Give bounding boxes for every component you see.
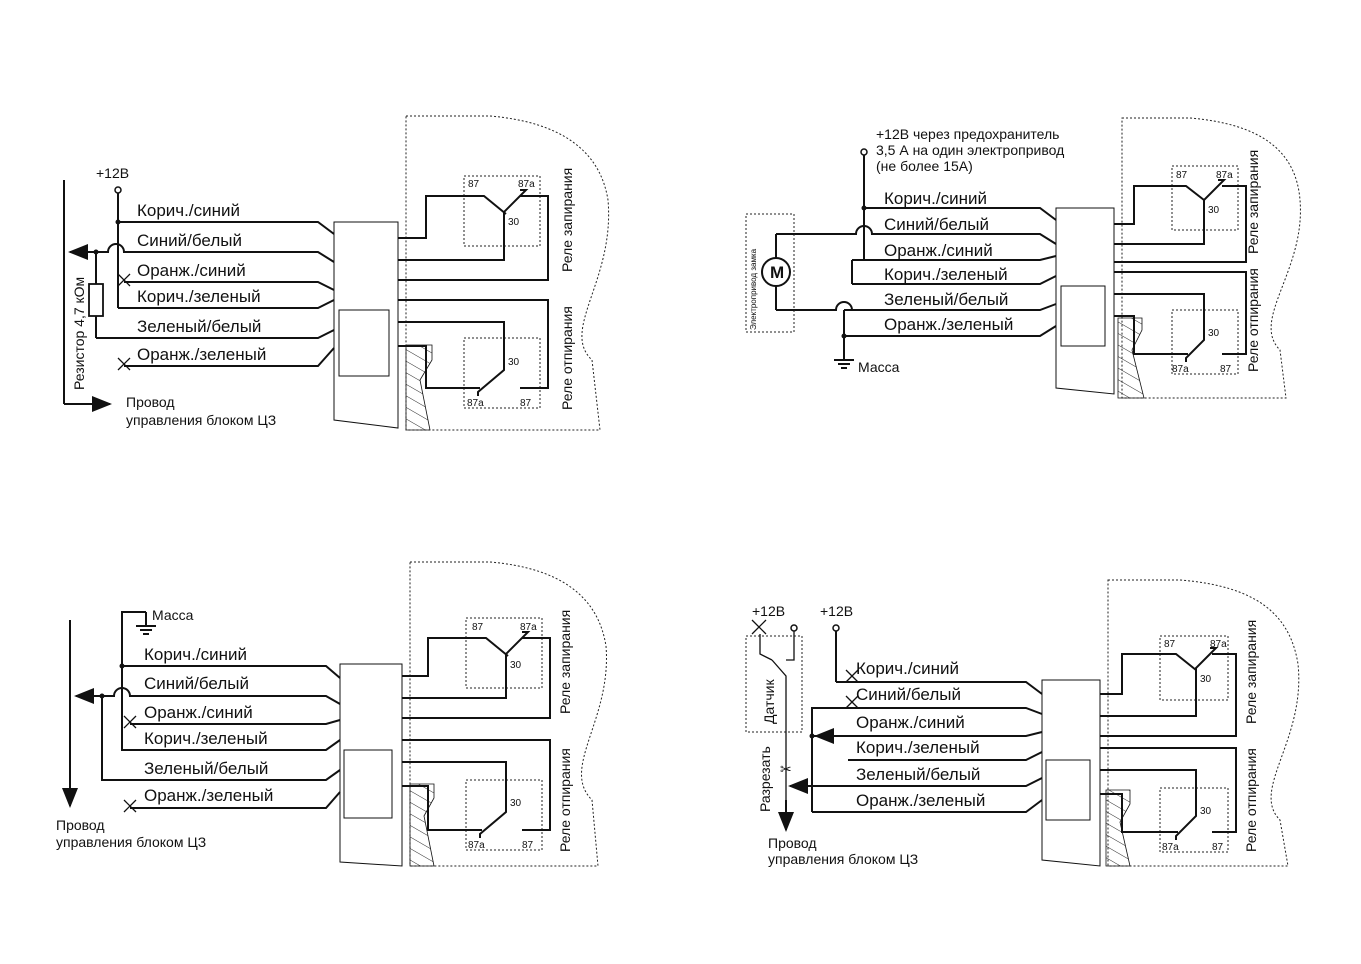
ground-label: Масса	[858, 359, 900, 375]
pin-label: 30	[1208, 328, 1220, 339]
wire-label: Зеленый/белый	[137, 317, 261, 336]
pin-label: 30	[510, 660, 522, 671]
pin-label: 87	[1164, 639, 1176, 650]
wire-label: Оранж./зеленый	[137, 345, 266, 364]
plus12-label: +12В	[96, 165, 129, 181]
relay-lock-label: Реле запирания	[1243, 620, 1259, 724]
wire-label: Зеленый/белый	[884, 290, 1008, 309]
relay-lock-label: Реле запирания	[557, 610, 573, 714]
pin-label: 30	[1200, 806, 1212, 817]
panel-sensor: +12В +12В Датчик ✂ Разрезать Провод упр	[745, 579, 1300, 867]
wire-label: Корич./зеленый	[137, 287, 261, 306]
control-wire-label-1: Провод	[126, 394, 175, 410]
pin-label: 87a	[1216, 170, 1233, 181]
cut-mark	[845, 695, 859, 709]
wire-label: Корич./синий	[137, 201, 240, 220]
plus12-label: +12В	[820, 603, 853, 619]
cut-mark	[123, 715, 137, 729]
pin-label: 87	[520, 398, 532, 409]
cut-mark	[123, 799, 137, 813]
wire-label: Корич./зеленый	[144, 729, 268, 748]
pin-label: 87a	[1210, 639, 1227, 650]
pin-label: 87	[1212, 842, 1224, 853]
relay-unlock-label: Реле отпирания	[1243, 748, 1259, 852]
control-wire-label-1: Провод	[768, 835, 817, 851]
pin-label: 30	[1208, 205, 1220, 216]
wire-label: Корич./зеленый	[856, 738, 980, 757]
cut-mark	[117, 357, 131, 371]
pin-label: 87a	[1162, 842, 1179, 853]
wire-label: Синий/белый	[884, 215, 989, 234]
wire-label: Синий/белый	[137, 231, 242, 250]
wire-label: Оранж./зеленый	[856, 791, 985, 810]
scissors-icon: ✂	[780, 761, 792, 777]
control-wire-label-2: управления блоком ЦЗ	[768, 851, 918, 867]
cut-mark	[751, 619, 767, 635]
control-wire-label-1: Провод	[56, 817, 105, 833]
pin-label: 30	[1200, 674, 1212, 685]
connector-inner	[338, 309, 390, 377]
wire-label: Оранж./зеленый	[144, 786, 273, 805]
wire-label: Оранж./синий	[856, 713, 965, 732]
wire-label: Корич./зеленый	[884, 265, 1008, 284]
wire-label: Оранж./зеленый	[884, 315, 1013, 334]
wire-label: Оранж./синий	[144, 703, 253, 722]
wire-label: Корич./синий	[884, 189, 987, 208]
resistor-symbol	[88, 283, 104, 317]
wire-label: Синий/белый	[144, 674, 249, 693]
panel-actuator: Масса +12В через предохранитель 3,5 А на…	[745, 117, 1301, 399]
pin-label: 87a	[1172, 364, 1189, 375]
pin-label: 30	[508, 357, 520, 368]
wire-label: Зеленый/белый	[144, 759, 268, 778]
wire-label: Корич./синий	[856, 659, 959, 678]
resistor-label: Резистор 4,7 кОм	[71, 277, 87, 390]
fuse-label: +12В через предохранитель	[876, 126, 1059, 142]
fuse-label: 3,5 А на один электропривод	[876, 142, 1064, 158]
control-wire-label-2: управления блоком ЦЗ	[56, 834, 206, 850]
cut-mark	[845, 669, 859, 683]
sensor-label: Датчик	[761, 679, 777, 724]
pin-label: 87	[472, 622, 484, 633]
pin-label: 87	[1176, 170, 1188, 181]
pin-label: 30	[508, 217, 520, 228]
pin-label: 30	[510, 798, 522, 809]
connector-inner	[343, 749, 393, 819]
pin-label: 87a	[518, 179, 535, 190]
ground-label: Масса	[152, 607, 194, 623]
wire-label: Оранж./синий	[884, 241, 993, 260]
control-wire-label-2: управления блоком ЦЗ	[126, 412, 276, 428]
relay-lock-label: Реле запирания	[1245, 150, 1261, 254]
cut-label: Разрезать	[757, 746, 773, 812]
plus12-label: +12В	[752, 603, 785, 619]
fuse-label: (не более 15А)	[876, 158, 973, 174]
pin-label: 87	[1220, 364, 1232, 375]
actuator-label: Электропривод замка	[749, 248, 758, 330]
relay-unlock-label: Реле отпирания	[1245, 268, 1261, 372]
pin-label: 87a	[467, 398, 484, 409]
motor-label: M	[770, 263, 784, 282]
pin-label: 87	[522, 840, 534, 851]
actuator-box	[745, 213, 795, 333]
pin-label: 87a	[468, 840, 485, 851]
cut-mark	[117, 273, 131, 287]
pin-label: 87	[468, 179, 480, 190]
relay-unlock-label: Реле отпирания	[559, 306, 575, 410]
relay-unlock-label: Реле отпирания	[557, 748, 573, 852]
relay-lock-label: Реле запирания	[559, 168, 575, 272]
wire-label: Оранж./синий	[137, 261, 246, 280]
wire-label: Корич./синий	[144, 645, 247, 664]
panel-ground: Масса Провод управления блоком ЦЗ Корич.…	[56, 561, 607, 867]
connector-inner	[1060, 285, 1106, 347]
wire-label: Зеленый/белый	[856, 765, 980, 784]
sensor-box	[745, 635, 803, 733]
connector-inner	[1045, 759, 1091, 821]
pin-label: 87a	[520, 622, 537, 633]
panel-resistor: +12В Резистор 4,7 кОм Провод управления …	[63, 115, 610, 431]
wire-label: Синий/белый	[856, 685, 961, 704]
